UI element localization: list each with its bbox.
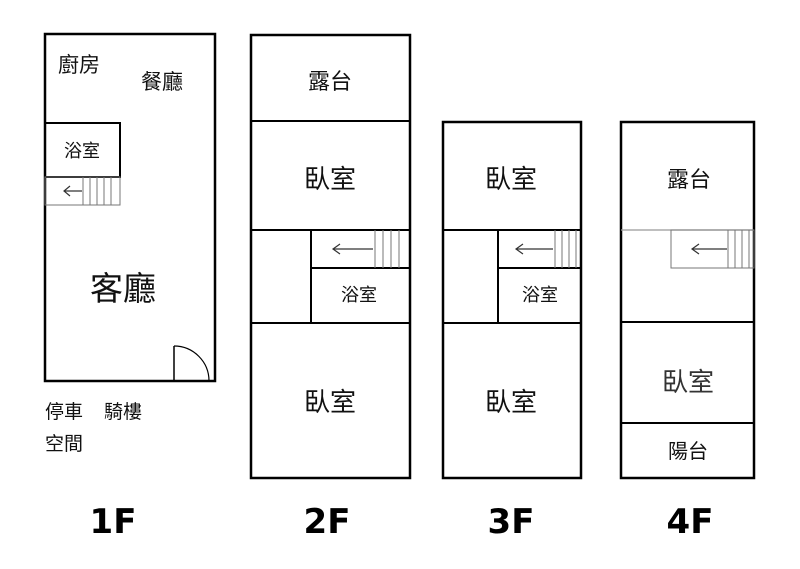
- floor-4f-plan: 露台 臥室 陽台 4F: [619, 120, 756, 542]
- label-arcade: 騎樓: [104, 401, 142, 423]
- floor-1f-door-swing: [173, 345, 210, 382]
- floor-2f-plan: 露台 臥室 浴室 臥室 2F: [249, 33, 412, 542]
- floor-1f-plan: 廚房 餐廳 浴室 客廳 停車 騎樓 空間 1F: [43, 32, 217, 542]
- floor-2f-staircase: [331, 230, 400, 268]
- floor-4f-staircase: [670, 229, 755, 269]
- room-label-bath-3f: 浴室: [522, 285, 558, 306]
- room-label-kitchen: 廚房: [58, 53, 100, 77]
- floor-label-3f: 3F: [488, 502, 535, 542]
- floor-3f-staircase: [514, 230, 577, 268]
- floor-1f-outline: [43, 32, 217, 383]
- room-label-bath-1f: 浴室: [64, 141, 100, 162]
- room-label-terrace-2f: 露台: [308, 70, 352, 95]
- room-label-bedroom-3f-bottom: 臥室: [485, 388, 537, 418]
- floor-3f-outline: [441, 120, 583, 480]
- room-label-bath-2f: 浴室: [341, 285, 377, 306]
- room-label-bedroom-4f: 臥室: [662, 368, 714, 398]
- floor-4f-outline: [619, 120, 756, 480]
- room-label-bedroom-3f-top: 臥室: [485, 165, 537, 195]
- label-parking: 停車: [45, 401, 83, 423]
- floor-3f-plan: 臥室 浴室 臥室 3F: [441, 120, 583, 542]
- room-label-bedroom-2f-bottom: 臥室: [304, 388, 356, 418]
- room-label-balcony-4f: 陽台: [668, 439, 708, 463]
- room-label-dining: 餐廳: [141, 70, 183, 94]
- floor-label-4f: 4F: [667, 502, 714, 542]
- floor-label-2f: 2F: [304, 502, 351, 542]
- room-label-terrace-4f: 露台: [667, 168, 711, 193]
- room-label-bedroom-2f-top: 臥室: [304, 165, 356, 195]
- room-label-living: 客廳: [90, 269, 156, 308]
- floor-2f-outline: [249, 33, 412, 480]
- floor-1f-staircase: [44, 176, 121, 206]
- floor-label-1f: 1F: [90, 502, 137, 542]
- label-space: 空間: [45, 433, 83, 455]
